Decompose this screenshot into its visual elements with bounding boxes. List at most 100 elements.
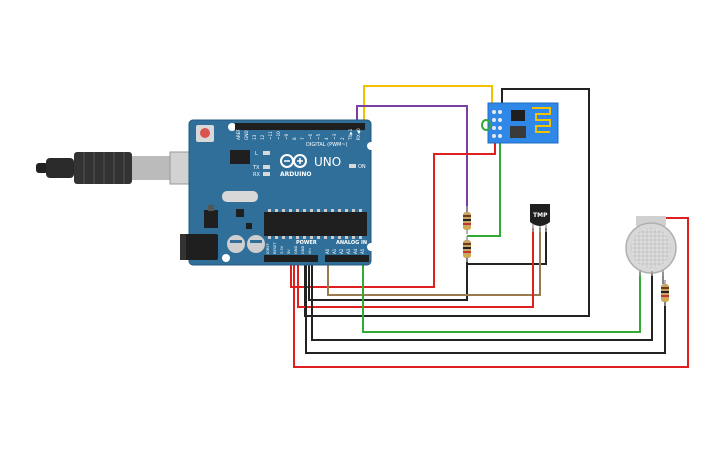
power-pin-label: GND	[294, 246, 298, 254]
usb-chip	[230, 150, 250, 164]
wire-black-resistor-gnd[interactable]	[308, 258, 468, 301]
chip-pin	[303, 209, 306, 212]
power-jack[interactable]	[180, 234, 218, 260]
chip-pin	[345, 236, 348, 239]
model-text: UNO	[314, 155, 341, 169]
wire-purple-d2-resistor[interactable]	[356, 105, 468, 212]
chip-pin	[317, 236, 320, 239]
digital-pin-label: ~11	[268, 131, 273, 140]
chip-pin	[303, 236, 306, 239]
digital-pin-label: ~9	[284, 133, 289, 140]
label-tx: TX	[252, 165, 260, 171]
digital-pin-label: TX▶1	[348, 128, 353, 141]
temperature-sensor[interactable]: TMP	[530, 204, 550, 232]
chip-pin	[275, 209, 278, 212]
digital-pin-label: ~10	[276, 131, 281, 140]
power-header[interactable]	[264, 255, 318, 262]
digital-pin-label: 12	[260, 134, 265, 140]
analog-pin-label: A2	[339, 248, 344, 254]
chip-pin	[310, 236, 313, 239]
wire-black-gas-gnd[interactable]	[311, 260, 653, 341]
analog-header[interactable]	[325, 255, 369, 262]
digital-pin-label: 2	[340, 137, 345, 140]
wire-red-sensor-5v[interactable]	[297, 228, 534, 308]
digital-pin-label: ~6	[308, 133, 313, 140]
digital-header[interactable]	[235, 123, 365, 130]
led-rx	[263, 172, 270, 176]
wire-red-gas-5v[interactable]	[293, 217, 689, 368]
digital-pin-label: 8	[292, 137, 297, 140]
esp-flash	[510, 126, 526, 138]
digital-pin-label: ~3	[332, 133, 337, 140]
chip-pin	[296, 236, 299, 239]
analog-pin-label: A1	[332, 248, 337, 254]
analog-pin-label: A5	[360, 248, 365, 254]
chip-pin	[296, 209, 299, 212]
chip-pin	[338, 209, 341, 212]
chip-pin	[268, 209, 271, 212]
digital-pin-label: 13	[252, 134, 257, 140]
chip-pin	[359, 236, 362, 239]
wire-black-gas-resistor-gnd[interactable]	[305, 260, 666, 354]
power-pin-label: 3.3V	[280, 245, 284, 254]
gas-sensor[interactable]	[625, 216, 677, 276]
chip-pin	[268, 236, 271, 239]
arduino-logo	[280, 154, 307, 168]
esp8266-module[interactable]	[481, 102, 559, 144]
esp-antenna	[532, 107, 551, 133]
chip-pin	[324, 236, 327, 239]
voltage-regulator	[204, 210, 218, 228]
chip-pin	[331, 209, 334, 212]
mounting-hole	[222, 254, 230, 262]
mounting-hole	[228, 123, 236, 131]
label-l: L	[255, 151, 258, 157]
digital-pin-label: AREF	[236, 129, 241, 140]
capacitor	[227, 235, 245, 253]
label-rx: RX	[253, 172, 260, 178]
digital-header-label: DIGITAL (PWM~)	[306, 142, 348, 148]
atmega-chip	[264, 212, 367, 236]
digital-pin-label: RX◀0	[356, 128, 361, 140]
chip-pin	[289, 209, 292, 212]
brand-text: ARDUINO	[280, 171, 311, 178]
digital-pin-label: 4	[324, 137, 329, 140]
wire-brown-sensor-a0[interactable]	[327, 228, 541, 296]
mounting-hole	[367, 142, 375, 150]
analog-pin-label: A3	[346, 248, 351, 254]
chip-pin	[345, 209, 348, 212]
analog-pin-label: A0	[325, 248, 330, 254]
chip-pin	[359, 209, 362, 212]
wire-red-esp-power[interactable]	[290, 142, 496, 288]
power-pin-label: GND	[301, 246, 305, 254]
chip-pin	[282, 209, 285, 212]
led-tx	[263, 165, 270, 169]
digital-pin-label: 7	[300, 137, 305, 140]
label-on: ON	[358, 164, 366, 170]
chip-pin	[317, 209, 320, 212]
led-l	[263, 151, 270, 155]
power-pin-label: 5V	[287, 249, 291, 254]
resistor-r2[interactable]	[463, 236, 471, 262]
digital-pin-label: GND	[244, 130, 249, 140]
resistor-r3[interactable]	[661, 280, 669, 306]
resistor-r1[interactable]	[463, 206, 471, 234]
wire-green-esp-resistor[interactable]	[467, 130, 501, 237]
sensor-label: TMP	[533, 212, 548, 219]
esp-chip	[511, 110, 525, 121]
power-pin-label: IOREF	[266, 243, 270, 254]
wire-black-resistor-sensor[interactable]	[466, 228, 547, 265]
chip-pin	[289, 236, 292, 239]
usb-cable[interactable]	[36, 151, 215, 185]
chip-pin	[310, 209, 313, 212]
wire-green-gas-a4[interactable]	[362, 260, 641, 333]
chip-pin	[352, 236, 355, 239]
power-header-label: POWER	[296, 240, 317, 246]
capacitor	[247, 235, 265, 253]
chip-pin	[275, 236, 278, 239]
chip-pin	[324, 209, 327, 212]
led-on	[349, 164, 356, 168]
crystal	[222, 191, 258, 202]
